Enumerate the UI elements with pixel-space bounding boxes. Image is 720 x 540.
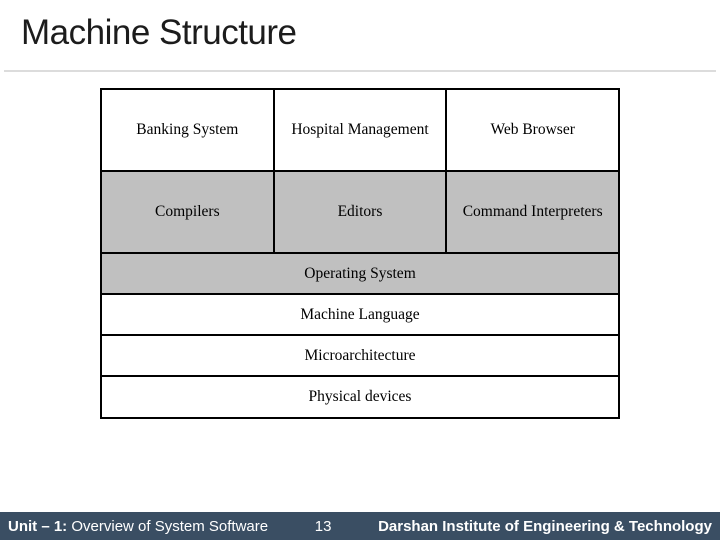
cell-editors: Editors (274, 172, 446, 252)
applications-row: Banking System Hospital Management Web B… (102, 90, 618, 170)
title-divider (4, 70, 716, 72)
cell-compilers: Compilers (102, 172, 273, 252)
cell-machine-language: Machine Language (102, 295, 618, 334)
cell-banking-system: Banking System (102, 90, 273, 170)
footer-institute: Darshan Institute of Engineering & Techn… (378, 517, 712, 535)
system-software-row: Compilers Editors Command Interpreters (102, 172, 618, 252)
cell-command-interpreters: Command Interpreters (447, 172, 618, 252)
machine-structure-diagram: Banking System Hospital Management Web B… (100, 88, 620, 419)
cell-operating-system: Operating System (102, 254, 618, 293)
cell-web-browser: Web Browser (447, 90, 618, 170)
cell-microarchitecture: Microarchitecture (102, 336, 618, 375)
footer-unit-text: Overview of System Software (67, 517, 269, 535)
footer-unit-label: Unit – 1: Overview of System Software (8, 518, 268, 535)
footer-unit-prefix: Unit – 1: (8, 517, 68, 535)
cell-physical-devices: Physical devices (102, 377, 618, 417)
slide-title: Machine Structure (21, 13, 297, 52)
footer-bar: Unit – 1: Overview of System Software 13… (0, 512, 720, 540)
cell-hospital-management: Hospital Management (274, 90, 446, 170)
footer-page-number: 13 (314, 517, 332, 535)
